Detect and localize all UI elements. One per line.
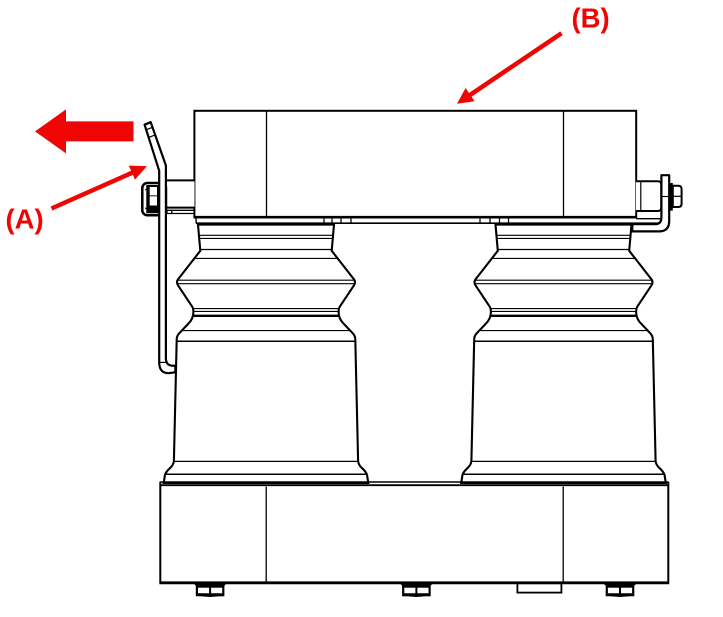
svg-text:(B): (B) xyxy=(572,3,610,34)
svg-text:(A): (A) xyxy=(6,203,44,234)
